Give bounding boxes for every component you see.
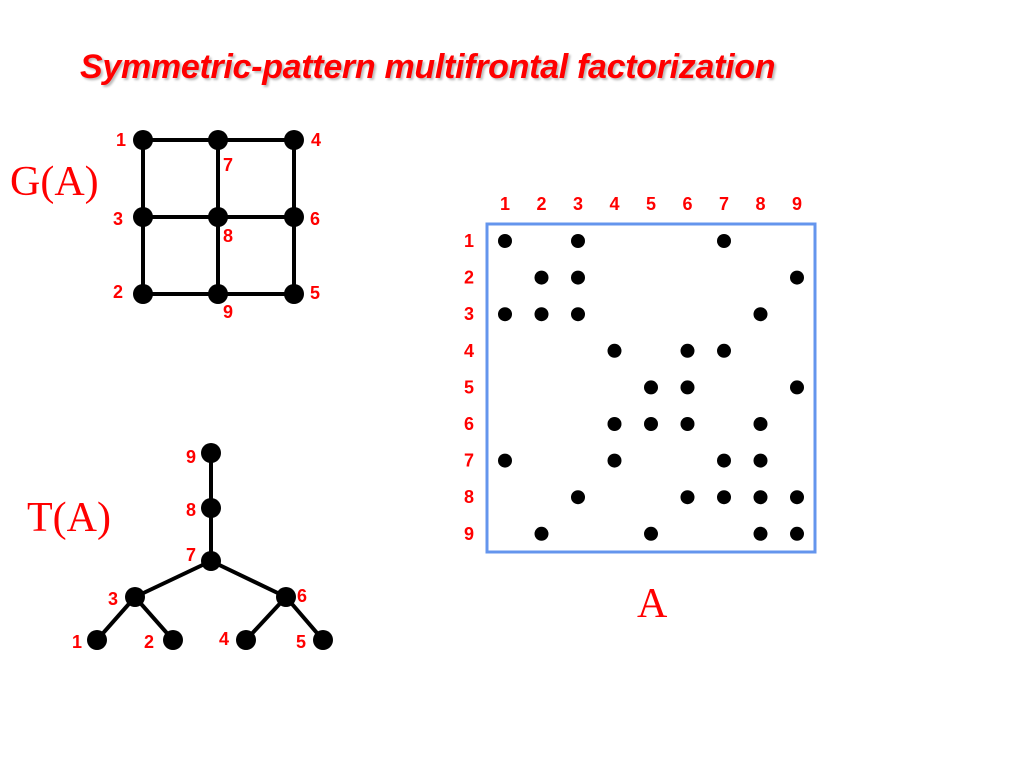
matrix-border (485, 222, 817, 554)
matrix-nonzero (498, 307, 512, 322)
graph-node-label: 8 (223, 226, 233, 246)
matrix-nonzero (607, 343, 622, 358)
graph-node-label: 2 (113, 282, 123, 302)
tree-edge (210, 559, 287, 599)
matrix-nonzero (498, 234, 512, 248)
matrix-nonzero (644, 380, 658, 395)
tree-node (87, 630, 107, 650)
tree-node-label: 3 (108, 589, 118, 609)
graph-node (208, 130, 228, 150)
graph-node (133, 130, 153, 150)
graph-label: G(A) (10, 159, 99, 205)
matrix-col-label: 1 (500, 194, 510, 214)
matrix-nonzero (790, 490, 804, 505)
matrix-nonzero (680, 417, 695, 431)
matrix-nonzero (498, 453, 512, 468)
matrix-nonzero (644, 417, 658, 431)
graph-node (133, 207, 153, 227)
matrix-nonzero (534, 307, 549, 322)
matrix-row-label: 2 (464, 268, 474, 288)
matrix-row-label: 9 (464, 524, 474, 544)
tree-node (201, 551, 221, 571)
matrix-nonzero (680, 490, 695, 505)
matrix-row-label: 4 (464, 341, 474, 361)
matrix-nonzero (571, 234, 585, 248)
graph-node (208, 284, 228, 304)
matrix-label: A (637, 581, 668, 627)
matrix-col-label: 6 (682, 194, 692, 214)
matrix-row-label: 7 (464, 451, 474, 471)
graph-node (133, 284, 153, 304)
graph-node (284, 284, 304, 304)
tree-node (201, 498, 221, 518)
matrix-col-label: 3 (573, 194, 583, 214)
graph-node (284, 207, 304, 227)
matrix-col-label: 4 (609, 194, 619, 214)
matrix-nonzero (571, 270, 585, 285)
tree-node-label: 2 (144, 632, 154, 652)
tree-node-label: 4 (219, 629, 229, 649)
matrix-nonzero (571, 490, 585, 505)
matrix-col-label: 8 (755, 194, 765, 214)
graph-node-label: 5 (310, 283, 320, 303)
matrix-nonzero (753, 417, 768, 431)
matrix-nonzero (717, 343, 731, 358)
graph-node-label: 6 (310, 209, 320, 229)
graph-node-label: 3 (113, 209, 123, 229)
graph-node (208, 207, 228, 227)
tree-edge (134, 559, 212, 599)
matrix-nonzero (790, 526, 804, 541)
graph-node-label: 9 (223, 302, 233, 322)
matrix-nonzero (534, 526, 549, 541)
matrix-nonzero (717, 234, 731, 248)
matrix-nonzero (753, 307, 768, 322)
matrix-col-label: 9 (792, 194, 802, 214)
matrix-nonzero (753, 453, 768, 468)
graph-node-label: 4 (311, 130, 321, 150)
matrix-nonzero (753, 490, 768, 505)
matrix-row-label: 8 (464, 487, 474, 507)
matrix-nonzero (680, 343, 695, 358)
matrix-row-label: 1 (464, 231, 474, 251)
matrix-row-label: 5 (464, 377, 474, 397)
matrix-nonzero (717, 490, 731, 505)
tree-node (163, 630, 183, 650)
graph-node-label: 1 (116, 130, 126, 150)
tree-node-label: 1 (72, 632, 82, 652)
matrix-nonzero (790, 380, 804, 395)
matrix-row-label: 6 (464, 414, 474, 434)
matrix-nonzero (790, 270, 804, 285)
slide-title: Symmetric-pattern multifrontal factoriza… (80, 48, 776, 86)
matrix-nonzero (680, 380, 695, 395)
matrix-row-label: 3 (464, 304, 474, 324)
graph-node-label: 7 (223, 155, 233, 175)
tree-node (201, 443, 221, 463)
tree-label: T(A) (27, 495, 111, 541)
matrix-col-label: 5 (646, 194, 656, 214)
matrix-nonzero (607, 417, 622, 431)
tree-node-label: 8 (186, 500, 196, 520)
matrix-nonzero (571, 307, 585, 322)
graph-node (284, 130, 304, 150)
matrix-nonzero (753, 526, 768, 541)
matrix-nonzero (607, 453, 622, 468)
matrix-col-label: 7 (719, 194, 729, 214)
matrix-col-label: 2 (536, 194, 546, 214)
tree-node-label: 6 (297, 586, 307, 606)
tree-node (313, 630, 333, 650)
tree-node (236, 630, 256, 650)
matrix-nonzero (534, 270, 549, 285)
matrix-nonzero (717, 453, 731, 468)
tree-node-label: 9 (186, 447, 196, 467)
tree-node-label: 5 (296, 632, 306, 652)
matrix-nonzero (644, 526, 658, 541)
tree-node-label: 7 (186, 545, 196, 565)
tree-node (125, 587, 145, 607)
tree-node (276, 587, 296, 607)
